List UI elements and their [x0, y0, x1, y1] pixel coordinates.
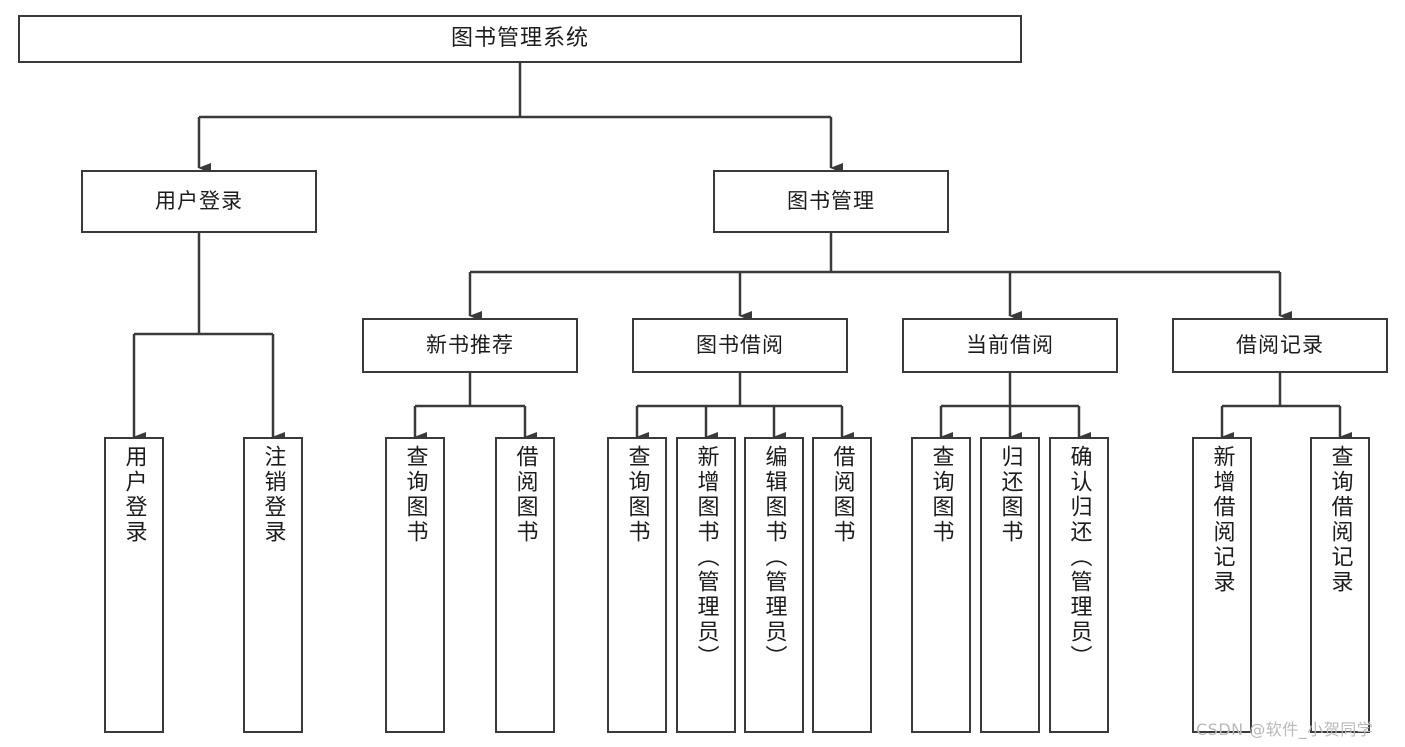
node-label: 查询图书	[624, 445, 650, 545]
node-label: 查询图书	[928, 445, 954, 545]
node-label: 借阅记录	[1236, 333, 1324, 358]
leaf-current-borrow-return-book[interactable]: 归还图书	[980, 437, 1040, 733]
node-new-book-recommend[interactable]: 新书推荐	[362, 318, 578, 373]
node-user-login[interactable]: 用户登录	[81, 170, 317, 233]
node-label: 图书管理	[787, 189, 875, 214]
node-label: 注销登录	[260, 445, 286, 545]
node-borrow-record[interactable]: 借阅记录	[1172, 318, 1388, 373]
leaf-current-borrow-confirm-return[interactable]: 确认归还（管理员）	[1049, 437, 1109, 733]
leaf-borrow-record-add-record[interactable]: 新增借阅记录	[1192, 437, 1252, 733]
node-label: 查询借阅记录	[1327, 445, 1353, 595]
node-label: 当前借阅	[966, 333, 1054, 358]
node-book-borrow[interactable]: 图书借阅	[632, 318, 848, 373]
node-label: 新增借阅记录	[1209, 445, 1235, 595]
leaf-book-borrow-borrow-book[interactable]: 借阅图书	[812, 437, 872, 733]
node-label: 借阅图书	[829, 445, 855, 545]
leaf-book-borrow-edit-book[interactable]: 编辑图书（管理员）	[744, 437, 804, 733]
leaf-current-borrow-query-book[interactable]: 查询图书	[911, 437, 971, 733]
leaf-user-login-login[interactable]: 用户登录	[104, 437, 164, 733]
node-label: 归还图书	[997, 445, 1023, 545]
node-label: 新增图书（管理员）	[693, 445, 719, 670]
leaf-new-book-query-book[interactable]: 查询图书	[385, 437, 445, 733]
node-label: 用户登录	[121, 445, 147, 545]
node-label: 图书借阅	[696, 333, 784, 358]
node-book-management[interactable]: 图书管理	[713, 170, 949, 233]
leaf-book-borrow-add-book[interactable]: 新增图书（管理员）	[676, 437, 736, 733]
node-label: 新书推荐	[426, 333, 514, 358]
leaf-user-login-logout[interactable]: 注销登录	[243, 437, 303, 733]
leaf-new-book-borrow-book[interactable]: 借阅图书	[495, 437, 555, 733]
leaf-borrow-record-query-record[interactable]: 查询借阅记录	[1310, 437, 1370, 733]
node-label: 编辑图书（管理员）	[761, 445, 787, 670]
node-label: 查询图书	[402, 445, 428, 545]
node-label: 确认归还（管理员）	[1066, 445, 1092, 670]
watermark-text: CSDN @软件_小贺同学	[1196, 720, 1374, 739]
node-root-system[interactable]: 图书管理系统	[18, 15, 1022, 63]
leaf-book-borrow-query-book[interactable]: 查询图书	[607, 437, 667, 733]
node-current-borrow[interactable]: 当前借阅	[902, 318, 1118, 373]
node-label: 用户登录	[155, 189, 243, 214]
node-label: 图书管理系统	[450, 26, 589, 52]
node-label: 借阅图书	[512, 445, 538, 545]
